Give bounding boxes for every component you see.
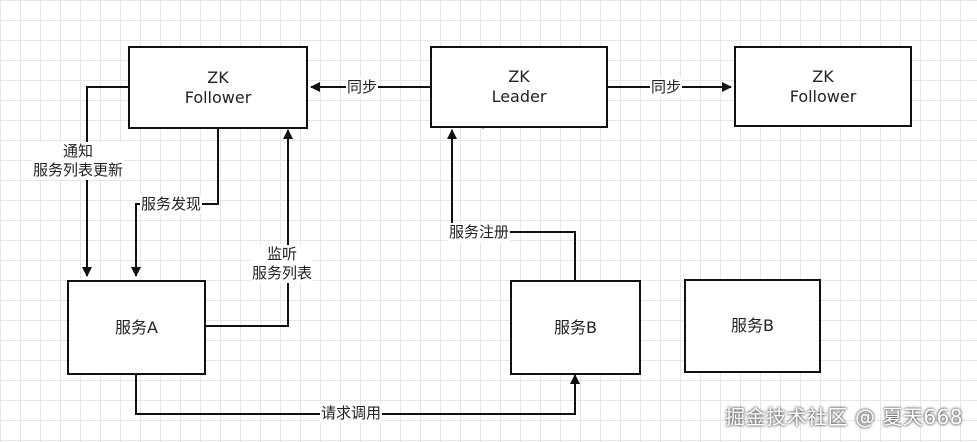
edge-label-sync-right: 同步: [650, 78, 683, 97]
service-a: 服务A: [67, 280, 206, 375]
edge-label-register: 服务注册: [448, 223, 511, 242]
zk-follower-left-line1: ZK: [207, 67, 229, 87]
edge-listen: [206, 129, 293, 327]
zk-leader-line1: ZK: [508, 67, 530, 86]
service-b: 服务B: [510, 280, 641, 375]
edge-notify: [82, 86, 128, 277]
zk-follower-right-line1: ZK: [812, 66, 834, 86]
zk-follower-right: ZK Follower: [734, 46, 912, 127]
edge-label-notify: 通知 服务列表更新: [32, 142, 125, 180]
zk-follower-left: ZK Follower: [128, 46, 308, 129]
edge-register: [447, 129, 576, 280]
zk-leader-line2: Leader: [491, 87, 547, 106]
edge-label-listen: 监听 服务列表: [251, 245, 314, 283]
zk-follower-right-line2: Follower: [789, 86, 857, 106]
edge-label-notify-line1: 通知: [63, 142, 94, 160]
watermark: 掘金技术社区 @ 夏天668: [725, 405, 963, 429]
edge-label-invoke: 请求调用: [320, 404, 383, 423]
service-b-standby-label: 服务B: [731, 316, 774, 335]
edge-label-listen-line2: 服务列表: [252, 264, 313, 282]
service-b-label: 服务B: [554, 317, 597, 337]
edge-label-listen-line1: 监听: [267, 245, 298, 263]
service-a-label: 服务A: [115, 317, 158, 337]
edge-label-sync-left: 同步: [346, 78, 379, 97]
zk-leader: ZK Leader: [430, 46, 608, 128]
edge-label-discover: 服务发现: [140, 195, 203, 214]
edge-label-notify-line2: 服务列表更新: [33, 161, 124, 179]
zk-follower-left-line2: Follower: [184, 87, 252, 107]
service-b-standby: 服务B: [684, 279, 821, 373]
